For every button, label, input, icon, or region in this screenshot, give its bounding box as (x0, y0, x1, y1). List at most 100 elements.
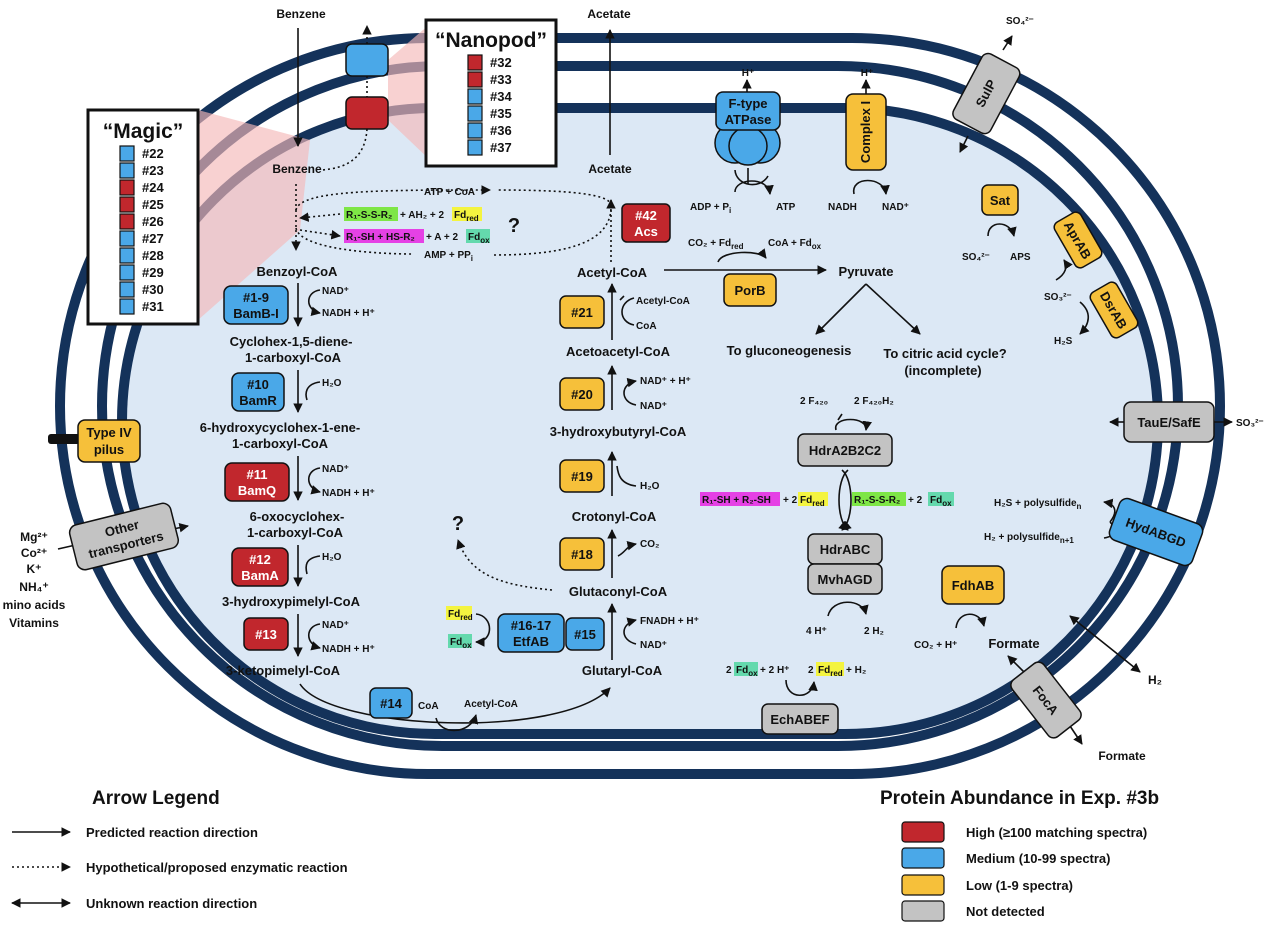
benzene-inside-label: Benzene (272, 162, 322, 176)
fd-red-2: Fdred (448, 609, 473, 622)
nanopod-swatch-33 (467, 71, 483, 88)
r1ssr2-highlight-2 (852, 492, 906, 506)
svg-text:EtfAB: EtfAB (513, 634, 549, 649)
foca-transporter[interactable]: FocA (1008, 659, 1084, 740)
hydroxybutyryl-coa-label: 3-hydroxybutyryl-CoA (550, 424, 687, 439)
h2s-label: H₂S (1054, 336, 1073, 347)
adp-pi: ADP + Pi (690, 202, 731, 215)
fd-ox-1: Fdox (468, 232, 490, 245)
svg-text:#15: #15 (574, 627, 596, 642)
h-atpase: H⁺ (742, 68, 755, 79)
magic-box: “Magic” #22#23#24#25#26#27#28#29#30#31 (86, 108, 200, 326)
benzene-outside-label: Benzene (276, 7, 326, 21)
r1ssr2-label-2: R₁-S-S-R₂ (854, 495, 900, 506)
svg-text:#16-17: #16-17 (511, 618, 551, 633)
atpase-complex[interactable]: F-type ATPase (714, 91, 781, 166)
glutaconyl-coa-label: Glutaconyl-CoA (569, 584, 668, 599)
question-mark-2: ? (452, 513, 464, 535)
plus-2h-ech: + 2 H⁺ (760, 665, 789, 676)
other-transporters[interactable]: Other transporters (68, 502, 180, 572)
oxocyclohex-line2: 1-carboxyl-CoA (247, 525, 344, 540)
enzyme-21[interactable]: #21 (559, 295, 605, 329)
co2-h-label: CO₂ + H⁺ (914, 640, 957, 651)
enzyme-20[interactable]: #20 (559, 377, 605, 411)
taue-safe-transporter[interactable]: TauE/SafE (1123, 401, 1215, 443)
legend-unknown: Unknown reaction direction (86, 896, 257, 911)
swatch-high (901, 821, 945, 843)
legend-low: Low (1-9 spectra) (966, 878, 1073, 893)
h2o-19: H₂O (640, 481, 660, 492)
magic-swatch-28 (119, 247, 135, 264)
nad-h-20: NAD⁺ + H⁺ (640, 376, 691, 387)
enzyme-porb[interactable]: PorB (723, 273, 777, 307)
svg-text:BamR: BamR (239, 393, 277, 408)
enzyme-hdra2b2c2[interactable]: HdrA2B2C2 (797, 433, 893, 467)
magic-item-29: #29 (142, 265, 164, 280)
enzyme-mvhagd[interactable]: MvhAGD (807, 563, 883, 595)
h-complex1: H⁺ (861, 68, 874, 79)
abundance-legend: Protein Abundance in Exp. #3b High (≥100… (880, 788, 1159, 922)
fd-ox-highlight-3 (928, 492, 954, 506)
complex-i[interactable]: Complex I (845, 93, 887, 171)
svg-text:HdrA2B2C2: HdrA2B2C2 (809, 443, 881, 458)
so3-outside: SO₃²⁻ (1236, 418, 1264, 429)
mg-label: Mg²⁺ (20, 530, 48, 544)
enzyme-14[interactable]: #14 (369, 687, 413, 719)
enzyme-42-acs[interactable]: #42 Acs (621, 203, 671, 243)
hydabgd-complex[interactable]: HydABGD (1107, 496, 1205, 567)
h2-poly-label: H₂ + polysulfiden+1 (984, 532, 1074, 545)
svg-text:MvhAGD: MvhAGD (818, 572, 873, 587)
nanopod-swatch-37 (467, 139, 483, 156)
svg-text:Sat: Sat (990, 193, 1011, 208)
svg-text:#42: #42 (635, 208, 657, 223)
enzyme-15[interactable]: #15 (565, 617, 605, 651)
pilus-stem (48, 434, 80, 444)
enzyme-13[interactable]: #13 (243, 617, 289, 651)
abundance-legend-title: Protein Abundance in Exp. #3b (880, 788, 1159, 809)
enzyme-16-17-etfab[interactable]: #16-17 EtfAB (497, 613, 565, 653)
fd-red-highlight-3 (798, 492, 828, 506)
plus-a-label: + A + 2 (426, 232, 458, 243)
plus-h2-ech: + H₂ (846, 665, 866, 676)
nanopod-inner-channel (345, 96, 389, 130)
enzyme-fdhab[interactable]: FdhAB (941, 565, 1005, 605)
magic-item-28: #28 (142, 248, 164, 263)
vitamins-label: Vitamins (9, 616, 59, 630)
enzyme-12-bama[interactable]: #12 BamA (231, 547, 289, 587)
enzyme-dsrab[interactable]: DsrAB (1088, 280, 1140, 340)
formate-outside: Formate (1098, 749, 1146, 763)
nad-1: NAD⁺ (322, 286, 349, 297)
legend-hypothetical: Hypothetical/proposed enzymatic reaction (86, 860, 348, 875)
fd-red-highlight-4 (816, 662, 844, 676)
acetoacetyl-coa-label: Acetoacetyl-CoA (566, 344, 671, 359)
svg-text:#18: #18 (571, 547, 593, 562)
enzyme-19[interactable]: #19 (559, 459, 605, 493)
enzyme-hdrabc[interactable]: HdrABC (807, 533, 883, 565)
enzyme-18[interactable]: #18 (559, 537, 605, 571)
type-iv-pilus[interactable]: Type IV pilus (77, 419, 141, 463)
magic-swatch-31 (119, 298, 135, 315)
enzyme-1-9-bambi[interactable]: #1-9 BamB-I (223, 285, 289, 325)
enzyme-11-bamq[interactable]: #11 BamQ (224, 462, 290, 502)
fd-red-4: Fdred (818, 665, 843, 678)
enzyme-10-bamr[interactable]: #10 BamR (231, 372, 285, 412)
magic-item-22: #22 (142, 146, 164, 161)
fdox-ech-1: 2 (726, 665, 732, 676)
cyclohex-diene-line1: Cyclohex-1,5-diene- (230, 334, 353, 349)
svg-text:BamB-I: BamB-I (233, 306, 279, 321)
nanopod-title: “Nanopod” (435, 29, 547, 52)
legend-high: High (≥100 matching spectra) (966, 825, 1147, 840)
fd-red-3: Fdred (800, 495, 825, 508)
nadh-3: NADH + H⁺ (322, 644, 375, 655)
enzyme-sat[interactable]: Sat (981, 184, 1019, 216)
ech-complex[interactable]: EchABEF (761, 703, 839, 735)
sulp-transporter[interactable]: SulP (950, 51, 1022, 136)
nanopod-item-36: #36 (490, 123, 512, 138)
pyruvate-label: Pyruvate (839, 264, 894, 279)
gluconeogenesis-label: To gluconeogenesis (727, 343, 852, 358)
citric-acid-line2: (incomplete) (904, 363, 981, 378)
svg-text:F-type: F-type (729, 96, 768, 111)
svg-text:HdrABC: HdrABC (820, 542, 871, 557)
svg-text:EchABEF: EchABEF (770, 712, 829, 727)
magic-swatch-23 (119, 162, 135, 179)
